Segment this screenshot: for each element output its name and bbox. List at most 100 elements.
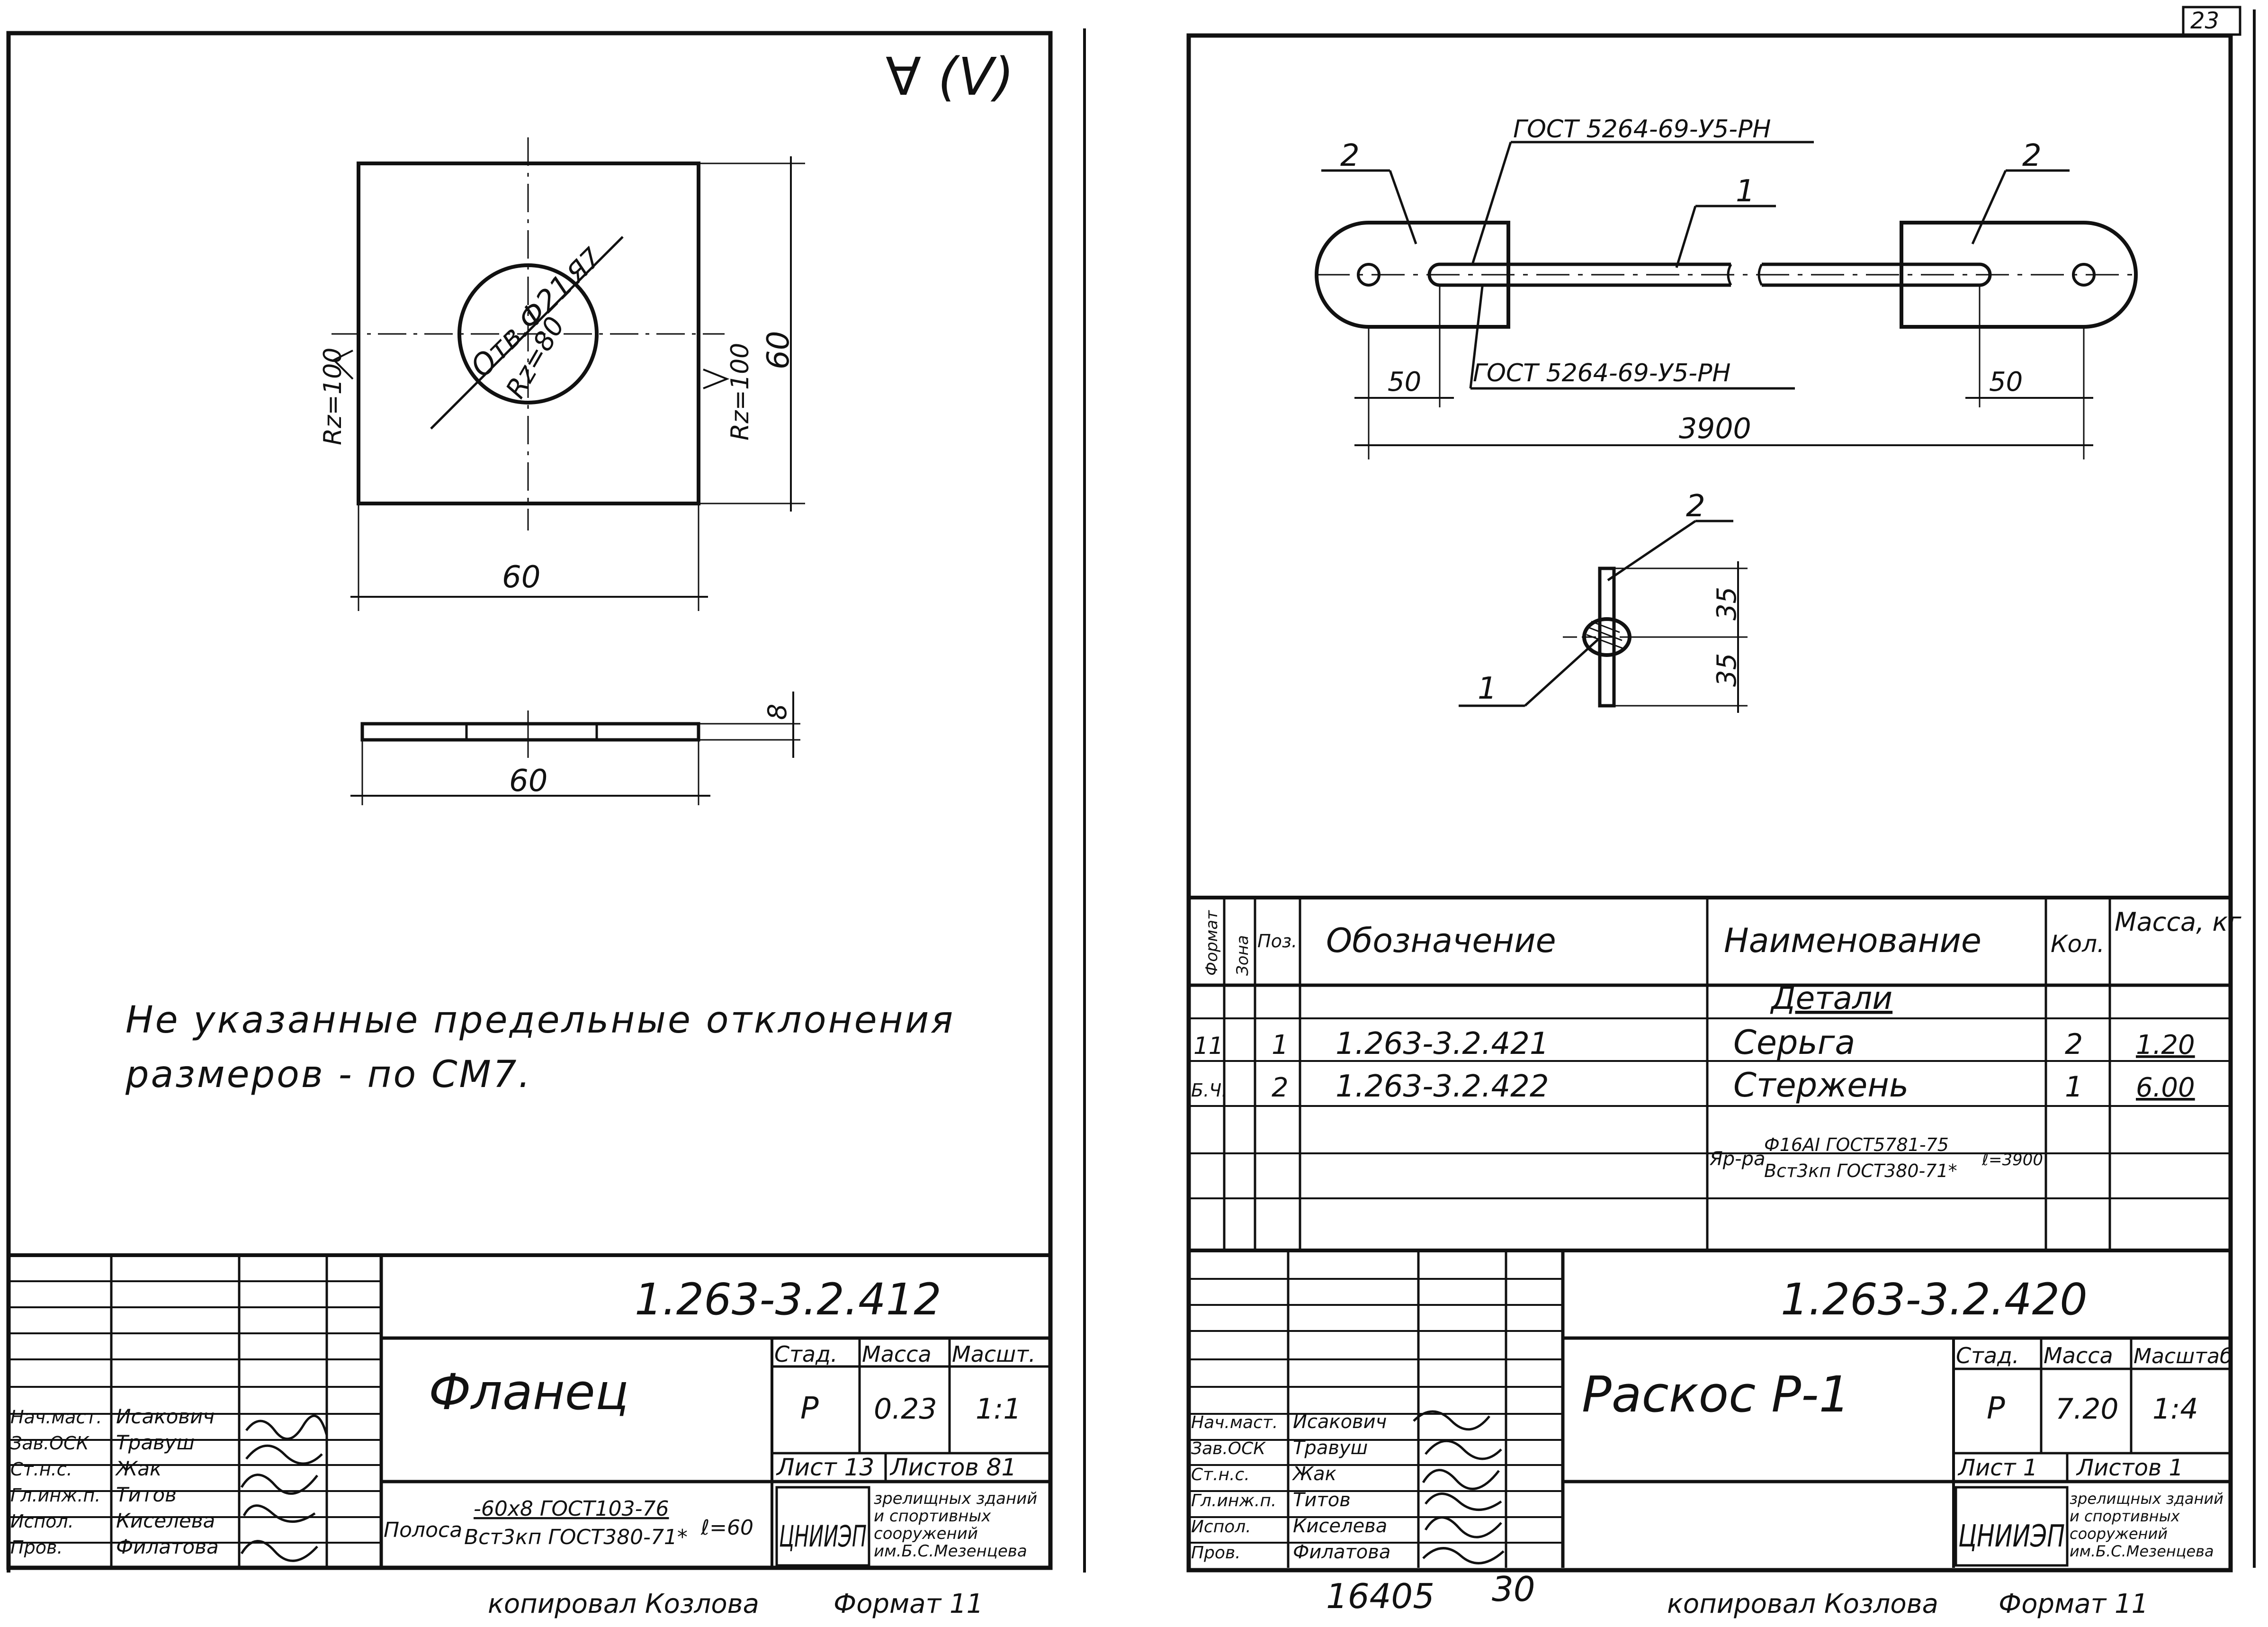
right-title-block: Нач.маст. Зав.ОСК Ст.н.с. Гл.инж.п. Испо…: [1189, 1250, 2232, 1568]
left-title-block: Нач.маст. Зав.ОСК Ст.н.с. Гл.инж.п. Испо…: [9, 1253, 1050, 1568]
row1-name: Серьга: [1733, 1023, 1855, 1062]
right-hdr-mass: Масса: [2044, 1343, 2113, 1368]
right-sheets-total: Листов 1: [2076, 1455, 2183, 1481]
left-clevis: [1315, 221, 1510, 329]
spec-material-len: ℓ=3900: [1981, 1151, 2043, 1169]
right-name-3: Жак: [1291, 1463, 1336, 1485]
row1-designation: 1.263-3.2.421: [1336, 1026, 1549, 1061]
flange-side-view: 60 8: [350, 692, 800, 805]
row2-designation: 1.263-3.2.422: [1336, 1069, 1549, 1104]
left-signature-5: [240, 1540, 318, 1562]
row1-format: 11: [1193, 1032, 1224, 1060]
left-role-3: Ст.н.с.: [10, 1459, 72, 1480]
right-org-line-4: им.Б.С.Мезенцева: [2070, 1542, 2214, 1560]
assembly-view: 2 2 1 ГОСТ 5264-69-У5-РН ГОСТ 5264-69-У5…: [1315, 115, 2141, 459]
left-org-logo: ЦНИИЭП: [779, 1519, 867, 1554]
left-hdr-mass: Масса: [862, 1341, 932, 1367]
section-dim-top: 35: [1712, 587, 1742, 620]
right-part-name: Раскос Р-1: [1582, 1366, 1850, 1423]
left-role-6: Пров.: [10, 1537, 63, 1558]
right-signature-1: [1413, 1410, 1490, 1431]
section-dim-bottom: 35: [1712, 653, 1742, 687]
left-part-name: Фланец: [429, 1363, 629, 1421]
right-org-line-2: и спортивных: [2070, 1507, 2180, 1525]
left-signature-1: [245, 1414, 328, 1440]
roughness-symbol: ∀ (V): [886, 46, 1014, 107]
corner-mark-box: [2182, 6, 2241, 36]
right-name-2: Травуш: [1293, 1437, 1368, 1459]
row2-mass: 6.00: [2136, 1072, 2195, 1103]
left-scale: 1:1: [976, 1393, 1022, 1426]
right-org-logo: ЦНИИЭП: [1958, 1519, 2065, 1554]
right-hdr-stage: Стад.: [1956, 1343, 2019, 1368]
left-signature-4: [242, 1504, 316, 1523]
stamp-right: 30: [1492, 1569, 1535, 1609]
hdr-qty: Кол.: [2051, 930, 2105, 958]
left-stage: Р: [800, 1391, 819, 1426]
right-signature-6: [1422, 1547, 1505, 1564]
flange-hole: [457, 263, 599, 405]
row2-qty: 1: [2065, 1070, 2083, 1104]
left-roughness: Rz=100: [319, 348, 347, 445]
weld-bottom: ГОСТ 5264-69-У5-РН: [1473, 359, 1731, 387]
left-material-bottom: Вст3кп ГОСТ380-71*: [464, 1525, 688, 1549]
right-footer-copied: копировал Козлова: [1667, 1589, 1938, 1619]
left-doc-number: 1.263-3.2.412: [635, 1274, 941, 1325]
right-role-3: Ст.н.с.: [1191, 1465, 1250, 1484]
left-org-logo-box: [775, 1486, 870, 1567]
dim-left-50: 50: [1388, 367, 1421, 397]
left-name-6: Филатова: [116, 1535, 219, 1558]
left-footer-copied: копировал Козлова: [488, 1589, 759, 1619]
weld-top: ГОСТ 5264-69-У5-РН: [1513, 115, 1771, 144]
row1-pos: 1: [1272, 1030, 1289, 1061]
right-signature-3: [1422, 1469, 1500, 1490]
right-signature-5: [1424, 1516, 1502, 1538]
left-sheet: ∀ (V) Отв.Ф21 Я7 Rz=80 Rz=100 Rz=100 60: [6, 28, 1086, 1619]
left-role-4: Гл.инж.п.: [10, 1485, 100, 1506]
dim-total-3900: 3900: [1679, 412, 1751, 445]
left-role-1: Нач.маст.: [10, 1407, 102, 1428]
left-hdr-stage: Стад.: [774, 1341, 838, 1367]
dim-flange-height: 60: [761, 331, 796, 369]
left-material-len: ℓ=60: [700, 1516, 753, 1540]
right-signature-2: [1425, 1439, 1502, 1460]
left-sheet-no: Лист 13: [776, 1454, 874, 1481]
left-org-line-1: зрелищных зданий: [874, 1489, 1037, 1508]
row2-format: Б.Ч.: [1191, 1080, 1227, 1101]
right-role-2: Зав.ОСК: [1191, 1439, 1266, 1458]
left-footer-format: Формат 11: [834, 1589, 983, 1619]
right-name-5: Киселева: [1293, 1515, 1387, 1537]
right-org-line-3: сооружений: [2070, 1525, 2168, 1543]
hdr-pos: Поз.: [1257, 931, 1297, 952]
right-doc-number: 1.263-3.2.420: [1781, 1274, 2088, 1325]
right-role-1: Нач.маст.: [1191, 1413, 1278, 1432]
corner-mark: 23: [2190, 8, 2219, 34]
spec-material-top: Ф16АI ГОСТ5781-75: [1764, 1134, 1949, 1155]
left-org-line-4: им.Б.С.Мезенцева: [874, 1542, 1027, 1561]
dim-flange-width: 60: [502, 560, 540, 595]
row2-name: Стержень: [1733, 1066, 1909, 1105]
left-name-2: Травуш: [116, 1431, 195, 1454]
right-signature-4: [1425, 1492, 1502, 1511]
hdr-zone: Зона: [1233, 935, 1252, 976]
right-role-5: Испол.: [1191, 1517, 1251, 1537]
left-name-3: Жак: [115, 1457, 162, 1480]
flange-front-view: Отв.Ф21 Я7 Rz=80 Rz=100 Rz=100 60 60: [319, 137, 805, 611]
spec-material-bottom: Вст3кп ГОСТ380-71*: [1764, 1160, 1957, 1181]
left-name-5: Киселева: [116, 1509, 215, 1532]
right-scale: 1:4: [2152, 1393, 2198, 1426]
spec-table: Формат Зона Поз. Обозначение Наименовани…: [1189, 896, 2241, 1252]
left-role-2: Зав.ОСК: [10, 1433, 90, 1454]
left-sheets-total: Листов 81: [889, 1454, 1016, 1481]
section-pos1: 1: [1478, 671, 1497, 706]
section-view: 2 1 35 35: [1459, 489, 1748, 713]
left-org-line-3: сооружений: [874, 1524, 978, 1543]
right-name-6: Филатова: [1293, 1541, 1390, 1563]
pos1-label: 1: [1736, 174, 1755, 209]
left-role-5: Испол.: [10, 1511, 74, 1532]
right-sheet-frame: [1186, 33, 2233, 1573]
row2-pos: 2: [1272, 1072, 1289, 1103]
hdr-designation: Обозначение: [1326, 921, 1556, 960]
left-name-4: Титов: [116, 1483, 177, 1506]
